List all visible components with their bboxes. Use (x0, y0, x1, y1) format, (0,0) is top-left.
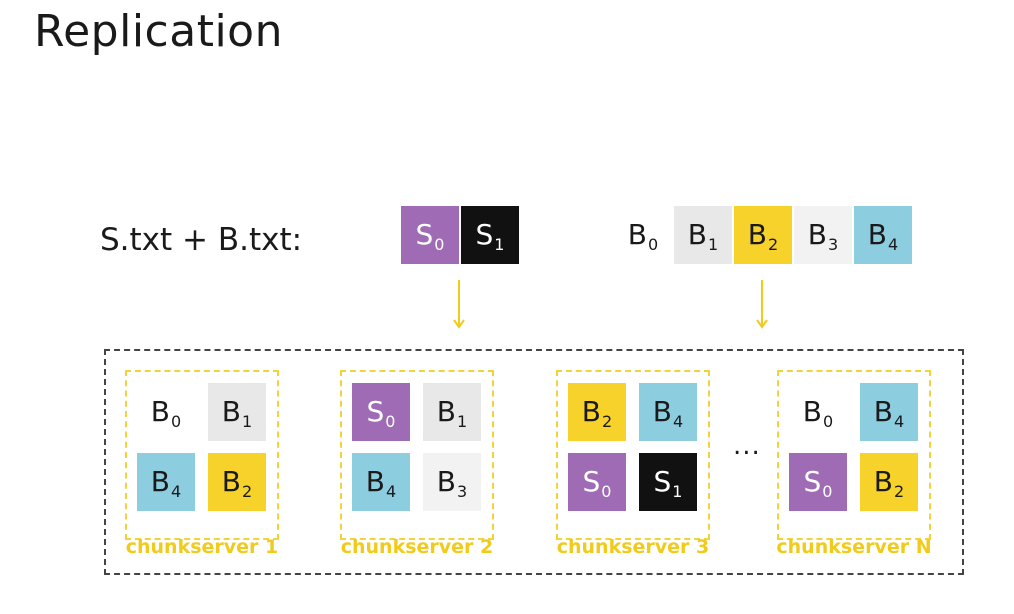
block-name: B (436, 395, 457, 428)
block-name: B (436, 465, 457, 498)
block-name: S (415, 218, 434, 251)
block-name: B (873, 395, 894, 428)
block-index: 0 (823, 412, 834, 431)
block-name: B (221, 465, 242, 498)
block-index: 0 (648, 235, 659, 254)
chunkserver-label: chunkserver 3 (556, 536, 710, 558)
block-name: B (873, 465, 894, 498)
file-label: S.txt + B.txt: (100, 222, 303, 258)
chunkserver-label: chunkserver 2 (340, 536, 494, 558)
page-title: Replication (34, 6, 283, 57)
block-name: B (627, 218, 648, 251)
chunkserver-label: chunkserver N (776, 536, 932, 558)
block-index: 0 (171, 412, 182, 431)
chunkserver-box (777, 370, 931, 540)
block-index: 2 (894, 482, 905, 501)
cluster-container (104, 349, 964, 575)
chunkserver-label: chunkserver 1 (125, 536, 279, 558)
block-name: S (653, 465, 672, 498)
block-index: 1 (672, 482, 683, 501)
block-index: 4 (888, 235, 899, 254)
block-index: 3 (457, 482, 468, 501)
block-name: B (221, 395, 242, 428)
block-index: 1 (242, 412, 253, 431)
block-name: S (475, 218, 494, 251)
block-name: B (150, 395, 171, 428)
block-name: B (747, 218, 768, 251)
block-name: B (687, 218, 708, 251)
block-name: B (581, 395, 602, 428)
block-name: S (582, 465, 601, 498)
block-name: B (365, 465, 386, 498)
block-index: 0 (434, 235, 445, 254)
arrow-down-icon (453, 280, 465, 329)
block-index: 0 (822, 482, 833, 501)
more-servers-ellipsis: ... (733, 431, 761, 461)
block-index: 1 (494, 235, 505, 254)
block-name: B (867, 218, 888, 251)
block-index: 4 (171, 482, 182, 501)
block-index: 3 (828, 235, 839, 254)
block-name: S (803, 465, 822, 498)
arrow-down-icon (756, 280, 768, 329)
block-index: 2 (242, 482, 253, 501)
block-name: B (802, 395, 823, 428)
block-name: S (366, 395, 385, 428)
block-index: 1 (457, 412, 468, 431)
block-index: 4 (386, 482, 397, 501)
block-name: B (652, 395, 673, 428)
block-index: 1 (708, 235, 719, 254)
block-name: B (807, 218, 828, 251)
block-index: 2 (602, 412, 613, 431)
block-index: 0 (385, 412, 396, 431)
block-index: 2 (768, 235, 779, 254)
chunkserver-box (340, 370, 494, 540)
chunkserver-box (556, 370, 710, 540)
block-name: B (150, 465, 171, 498)
block-index: 4 (894, 412, 905, 431)
block-index: 4 (673, 412, 684, 431)
block-index: 0 (601, 482, 612, 501)
chunkserver-box (125, 370, 279, 540)
